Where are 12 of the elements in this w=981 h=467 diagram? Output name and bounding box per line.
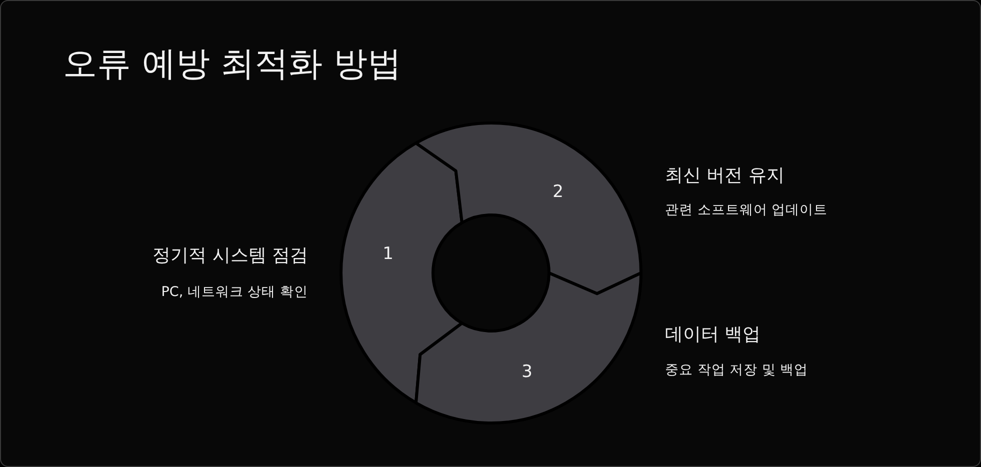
segment-number: 3 <box>522 362 532 382</box>
step-heading: 정기적 시스템 점검 <box>152 244 308 267</box>
step-heading: 데이터 백업 <box>665 323 761 346</box>
segment-number: 2 <box>552 182 564 202</box>
step-description: 중요 작업 저장 및 백업 <box>665 361 808 379</box>
segment-number: 1 <box>382 244 394 264</box>
cycle-segment <box>414 271 643 425</box>
step-description: PC, 네트워크 상태 확인 <box>161 283 308 301</box>
step-heading: 최신 버전 유지 <box>665 164 784 187</box>
cycle-segment <box>339 141 464 405</box>
step-description: 관련 소프트웨어 업데이트 <box>665 201 828 219</box>
title: 오류 예방 최적화 방법 <box>63 43 402 86</box>
